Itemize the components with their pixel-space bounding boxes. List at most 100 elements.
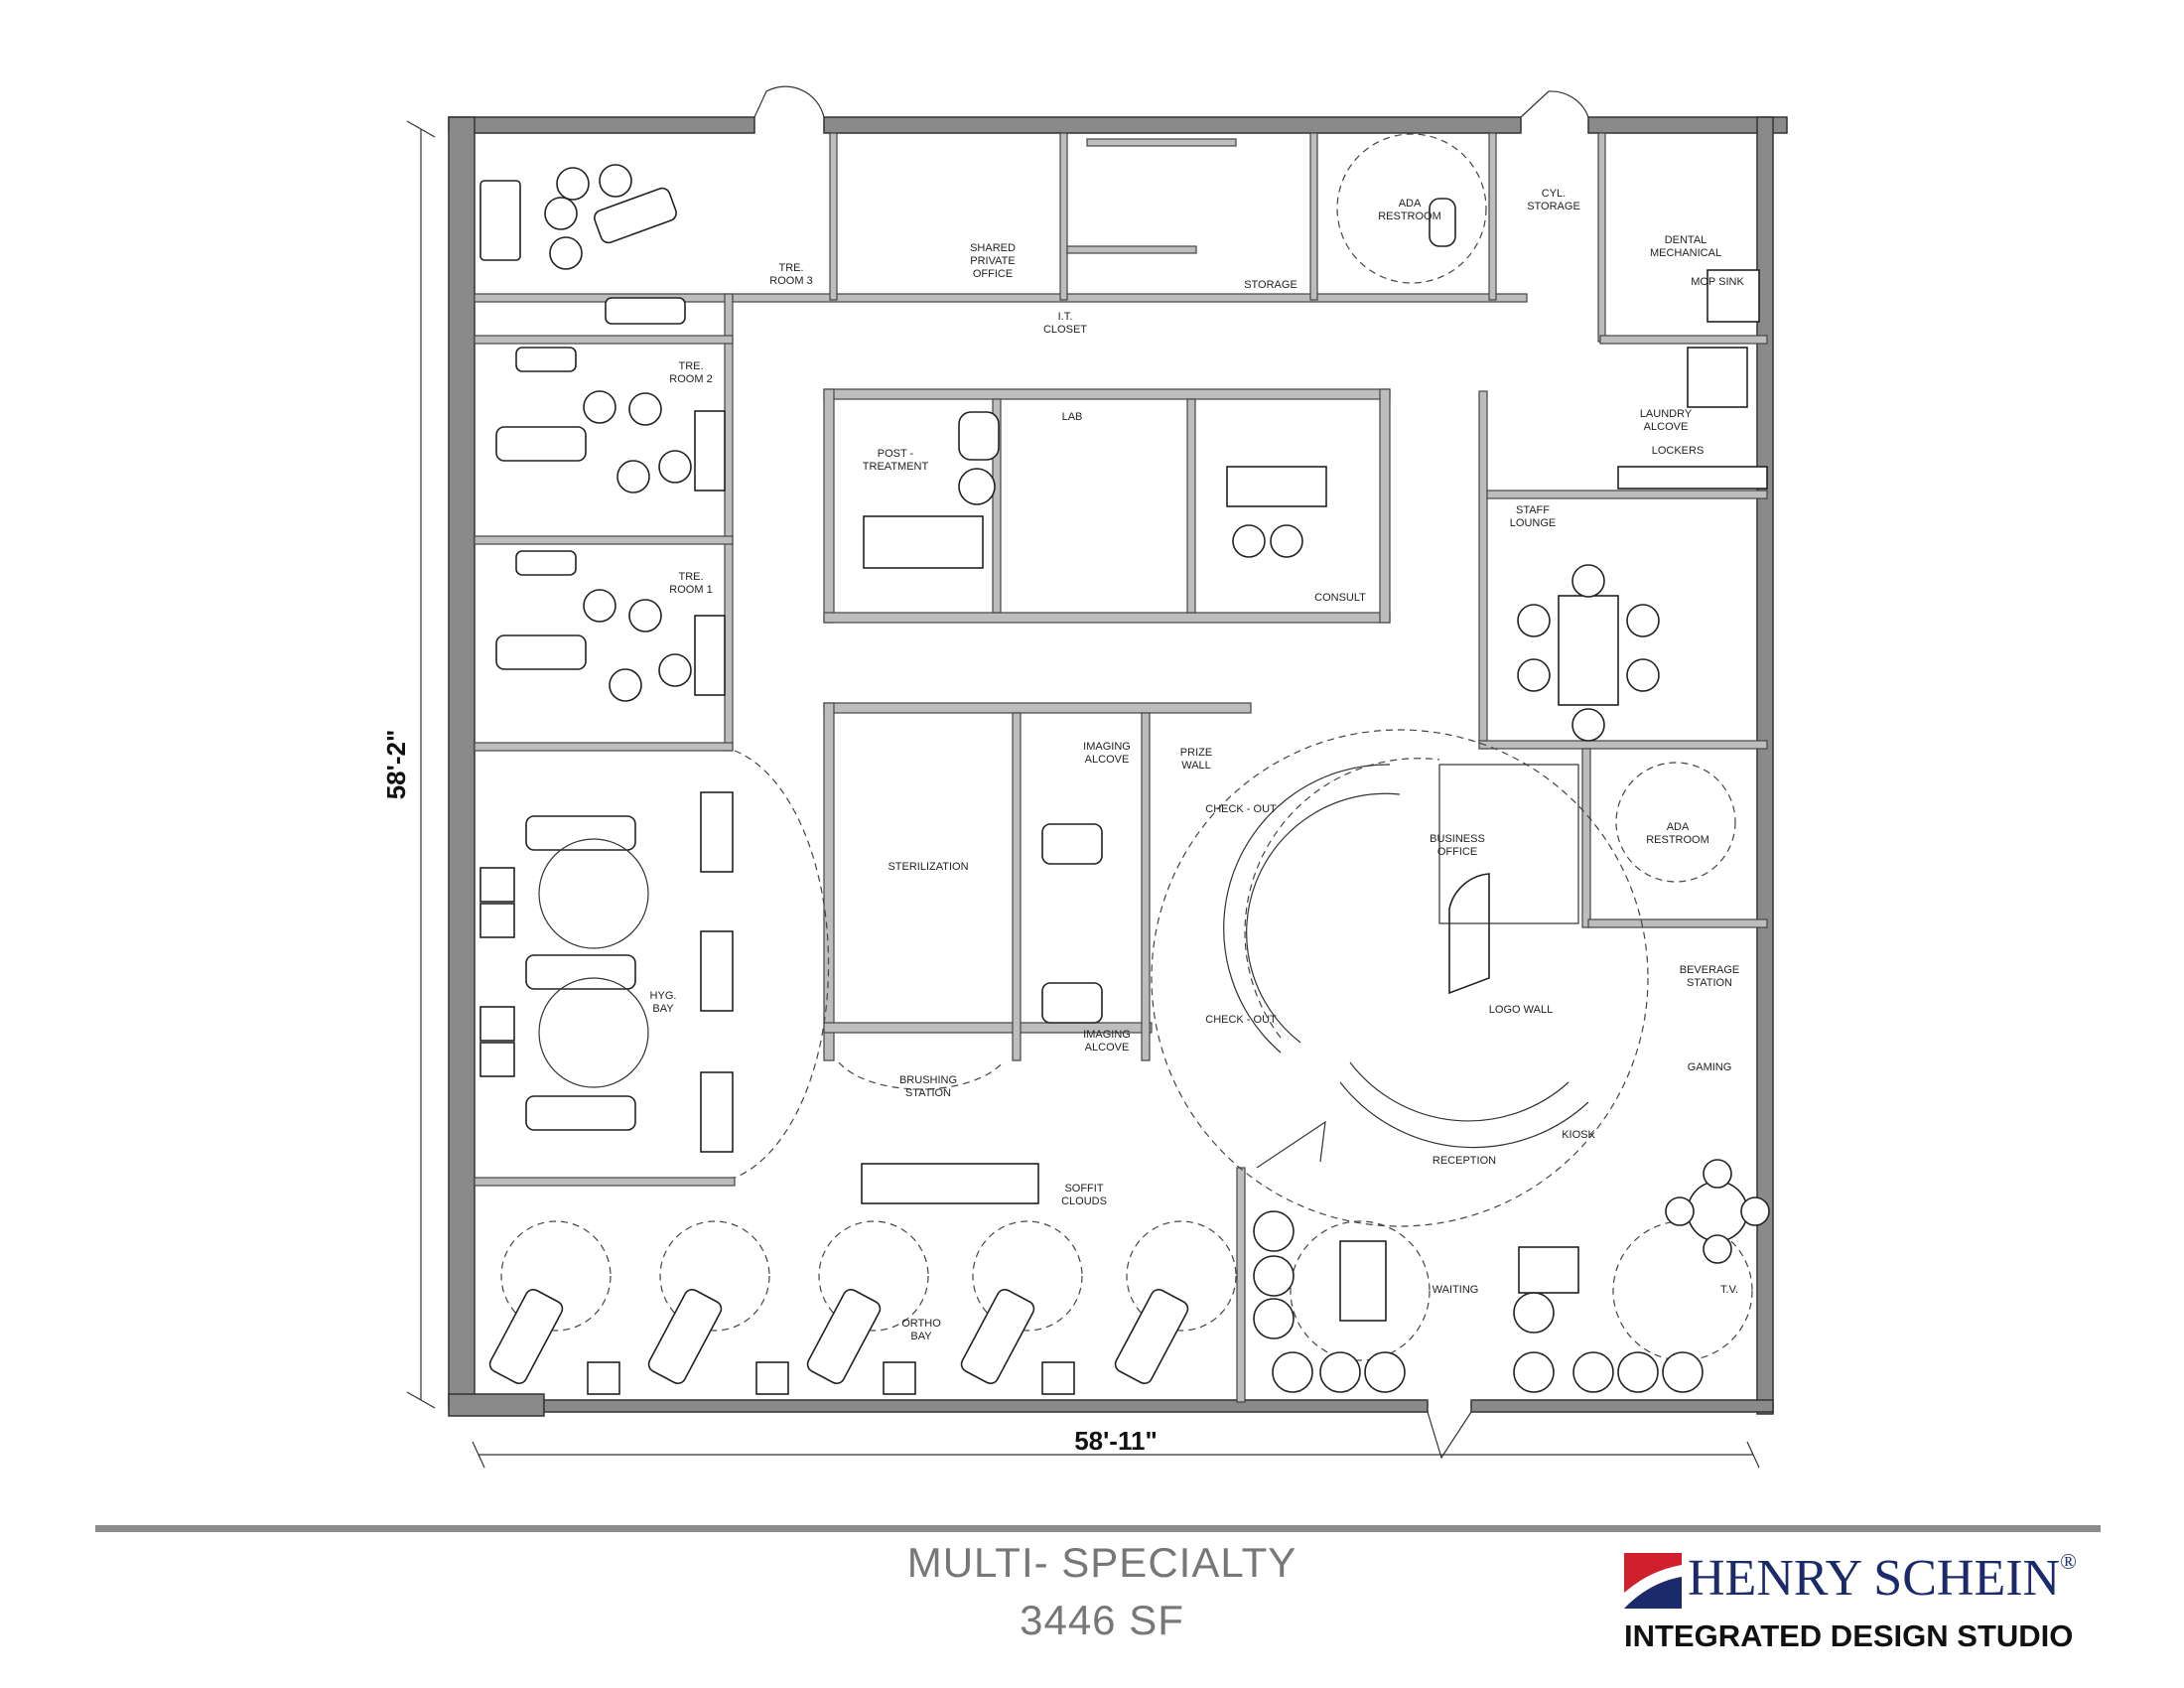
room-label-logo-wall: LOGO WALL — [1489, 1004, 1553, 1016]
room-label-line: ADA — [1399, 198, 1422, 210]
doors — [753, 85, 1589, 1460]
room-label-line: ALCOVE — [1085, 754, 1130, 766]
room-label-line: BAY — [910, 1331, 932, 1342]
room-label-line: LOCKERS — [1652, 445, 1705, 457]
room-label-lab: LAB — [1062, 411, 1083, 423]
room-label-line: HYG. — [650, 990, 677, 1002]
room-label-line: ORTHO — [901, 1318, 941, 1330]
room-label-line: SOFFIT — [1064, 1183, 1103, 1195]
brand-logo: HENRY SCHEIN® INTEGRATED DESIGN STUDIO — [1624, 1549, 2101, 1658]
room-label-line: STERILIZATION — [887, 861, 968, 873]
room-label-line: LOUNGE — [1510, 517, 1556, 529]
room-label-line: TRE. — [678, 360, 703, 372]
room-label-line: PRIVATE — [970, 255, 1015, 267]
furniture — [479, 164, 1770, 1395]
room-label-line: BAY — [652, 1003, 674, 1015]
room-label-tv: T.V. — [1720, 1284, 1738, 1296]
room-label-line: STORAGE — [1527, 201, 1580, 212]
dashed-zones — [500, 133, 1753, 1361]
room-label-line: TRE. — [678, 571, 703, 583]
room-label-line: CHECK - OUT — [1205, 1014, 1277, 1026]
room-label-line: BUSINESS — [1430, 833, 1485, 845]
room-label-post-treatment: POST -TREATMENT — [863, 448, 929, 473]
room-label-line: OFFICE — [1437, 846, 1477, 858]
floor-plan: 58'-2" 58'-11" TRE.ROOM 3SHAREDPRIVATEOF… — [381, 85, 1788, 1469]
henry-schein-flag-icon — [1624, 1553, 1682, 1609]
room-label-line: ADA — [1667, 821, 1690, 833]
room-label-line: I.T. — [1058, 311, 1073, 323]
room-label-tre-room1: TRE.ROOM 1 — [669, 571, 712, 596]
room-label-line: LOGO WALL — [1489, 1004, 1553, 1016]
room-label-line: SHARED — [970, 242, 1016, 254]
room-label-line: IMAGING — [1083, 1029, 1131, 1041]
room-label-line: STAFF — [1516, 504, 1550, 516]
room-label-line: BEVERAGE — [1680, 964, 1740, 976]
room-label-line: ALCOVE — [1644, 421, 1689, 433]
dimension-lines — [406, 120, 1760, 1469]
room-label-line: ROOM 3 — [769, 275, 812, 287]
room-label-line: TRE. — [778, 262, 803, 274]
room-label-sterilization: STERILIZATION — [887, 861, 968, 873]
dimension-width-label: 58'-11" — [1074, 1426, 1158, 1456]
room-label-line: CLOSET — [1043, 324, 1087, 336]
dimension-height-label: 58'-2" — [381, 730, 411, 800]
room-label-line: CYL. — [1542, 188, 1566, 200]
room-label-line: RESTROOM — [1378, 211, 1441, 222]
room-label-it-closet: I.T.CLOSET — [1043, 311, 1087, 336]
room-label-line: DENTAL — [1665, 234, 1707, 246]
room-label-kiosk: KIOSK — [1562, 1129, 1595, 1141]
room-label-line: CHECK - OUT — [1205, 803, 1277, 815]
room-label-line: BRUSHING — [899, 1074, 957, 1086]
room-label-line: GAMING — [1688, 1061, 1732, 1073]
room-label-line: CLOUDS — [1061, 1196, 1107, 1207]
room-label-line: ALCOVE — [1085, 1042, 1130, 1054]
room-label-line: KIOSK — [1562, 1129, 1595, 1141]
room-label-line: STATION — [905, 1087, 951, 1099]
title-block: MULTI- SPECIALTY 3446 SF — [814, 1534, 1390, 1649]
room-label-line: RECEPTION — [1433, 1155, 1496, 1167]
room-label-line: RESTROOM — [1646, 834, 1709, 846]
room-label-line: IMAGING — [1083, 741, 1131, 753]
reception-desk — [1223, 764, 1589, 1149]
brand-name: HENRY SCHEIN® — [1688, 1549, 2077, 1608]
room-label-line: STATION — [1687, 977, 1732, 989]
room-label-tre-room2: TRE.ROOM 2 — [669, 360, 712, 385]
room-label-gaming: GAMING — [1688, 1061, 1732, 1073]
brand-name-text: HENRY SCHEIN — [1688, 1550, 2061, 1607]
room-label-line: ROOM 1 — [669, 584, 712, 596]
room-label-tre-room3: TRE.ROOM 3 — [769, 262, 812, 287]
room-label-line: POST - — [878, 448, 914, 460]
room-label-line: CONSULT — [1314, 592, 1366, 604]
exterior-walls — [448, 116, 1788, 1417]
room-label-reception: RECEPTION — [1433, 1155, 1496, 1167]
plan-area: 3446 SF — [1020, 1597, 1184, 1643]
interior-walls — [474, 132, 1768, 1403]
room-label-line: T.V. — [1720, 1284, 1738, 1296]
room-label-line: WAITING — [1433, 1284, 1479, 1296]
room-label-waiting: WAITING — [1433, 1284, 1479, 1296]
room-label-line: WALL — [1181, 760, 1211, 772]
footer-rule — [95, 1525, 2101, 1532]
room-label-line: TREATMENT — [863, 461, 929, 473]
room-label-line: STORAGE — [1244, 279, 1297, 291]
plan-title: MULTI- SPECIALTY — [906, 1539, 1297, 1586]
room-label-line: LAUNDRY — [1640, 408, 1693, 420]
room-label-mop-sink: MOP SINK — [1691, 276, 1744, 288]
room-label-line: LAB — [1062, 411, 1083, 423]
room-label-hyg-bay: HYG.BAY — [650, 990, 677, 1015]
room-label-check-out-top: CHECK - OUT — [1205, 803, 1277, 815]
